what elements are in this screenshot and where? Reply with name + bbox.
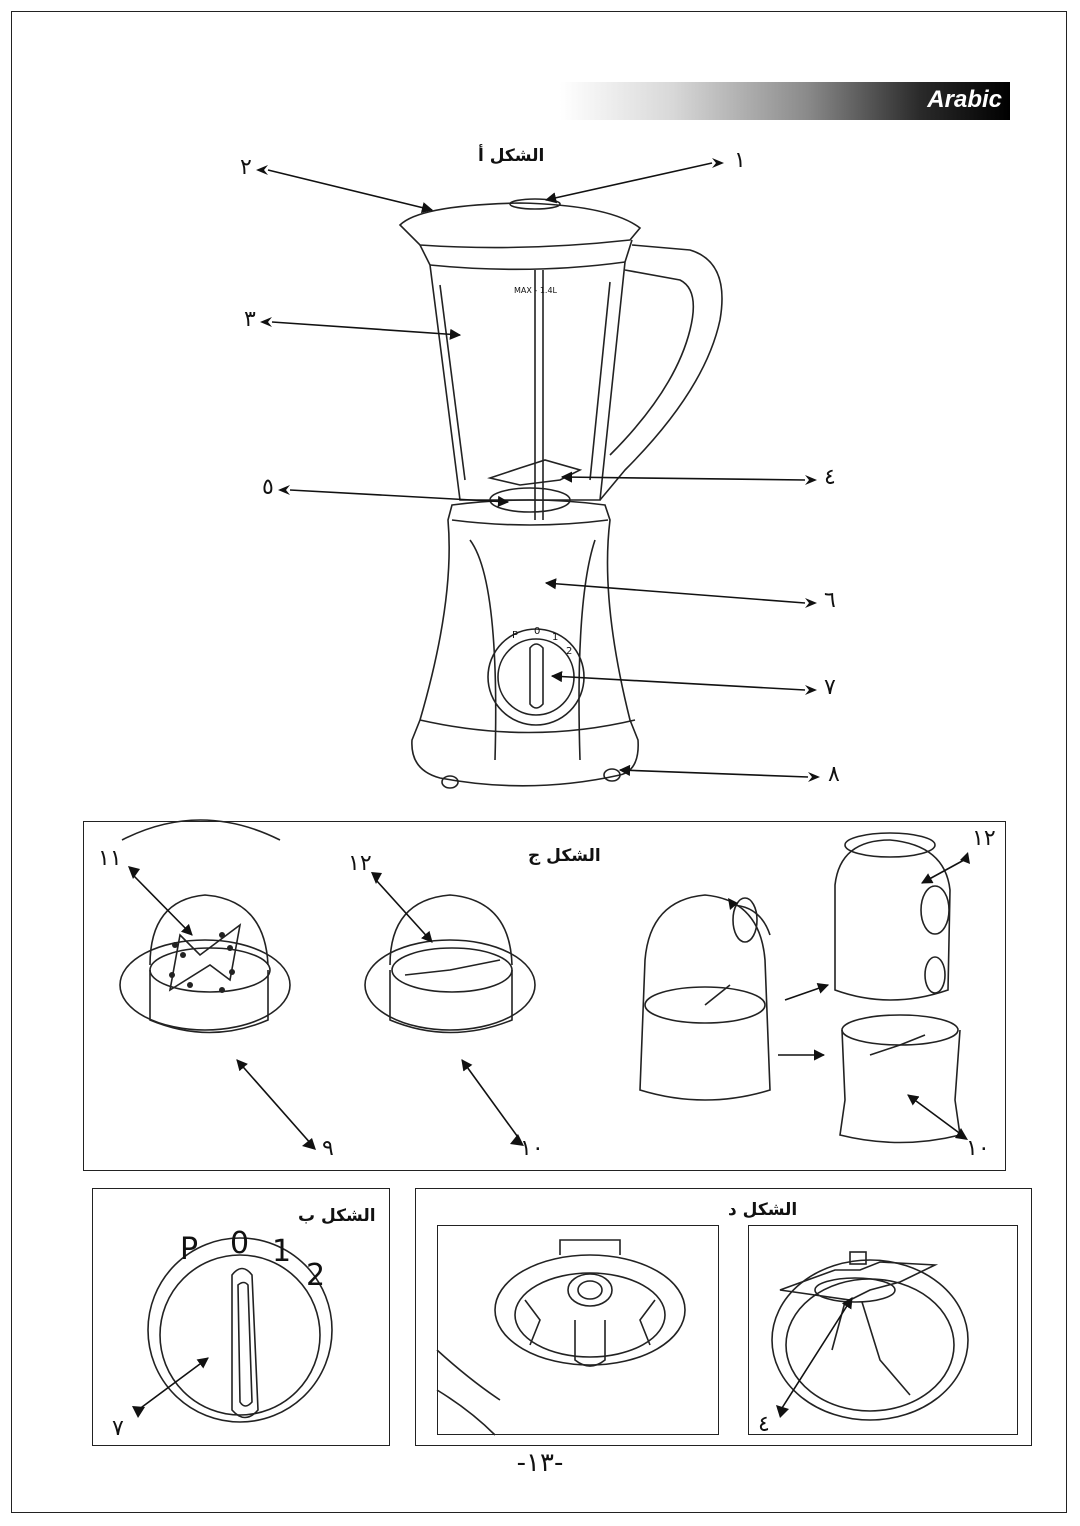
figure-d-photo-right [748,1225,1018,1435]
language-label: Arabic [927,86,1002,113]
figure-c-frame [83,821,1006,1171]
dial-big-mark-1: 1 [272,1234,292,1269]
callout-7-dial: ٧ [112,1416,124,1441]
callout-4-blade: ٤ [758,1412,770,1437]
figure-b-frame [92,1188,390,1446]
dial-mark-0: 0 [534,626,541,637]
dial-big-mark-2: 2 [306,1258,326,1293]
figure-d-photo-left [437,1225,719,1435]
callout-9: ٩ [322,1136,334,1161]
callout-12-right: ١٢ [972,826,996,851]
dial-big-mark-0: 0 [230,1226,250,1261]
callout-10-right: ١٠ [966,1136,990,1161]
dial-mark-p: P [512,630,519,641]
dial-mark-2: 2 [566,646,573,657]
callout-7: ٧ [824,675,836,700]
figure-d-frame [415,1188,1032,1446]
callout-3: ٣ [244,307,256,332]
callout-6: ٦ [824,588,836,613]
callout-1: ١ [734,148,746,173]
callout-11: ١١ [98,846,122,871]
figure-b-title: الشكل ب [298,1206,376,1226]
figure-d-title: الشكل د [728,1200,798,1220]
figure-a-title: الشكل أ [478,146,545,166]
dial-big-mark-p: P [180,1232,199,1267]
figure-c-title: الشكل ج [528,846,601,866]
callout-2: ٢ [240,155,252,180]
callout-4: ٤ [824,465,836,490]
callout-8: ٨ [828,762,840,787]
callout-5: ٥ [262,475,274,500]
callout-12-left: ١٢ [348,851,372,876]
page-border [11,11,1067,1513]
page-number: -١٣- [516,1448,564,1478]
capacity-mark: MAX - 1.4L [514,286,558,295]
dial-mark-1: 1 [552,632,559,643]
callout-10-left: ١٠ [520,1136,544,1161]
language-banner: Arabic [560,82,1010,120]
